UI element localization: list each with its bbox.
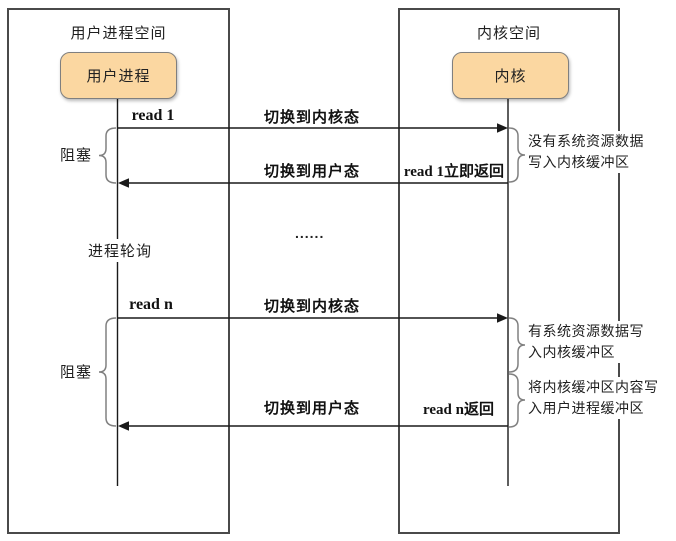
block1-label: 阻塞 — [60, 147, 93, 164]
user-process-actor-label: 用户进程 — [86, 68, 151, 85]
block2-label: 阻塞 — [60, 364, 93, 381]
calln-name-label: read n — [129, 296, 173, 313]
return1-arrow-label: 切换到用户态 — [263, 163, 360, 180]
annotation-has-data: 有系统资源数据写 入内核缓冲区 — [528, 321, 662, 363]
polling-label: 进程轮询 — [85, 239, 156, 262]
return1-name-label: read 1立即返回 — [403, 164, 504, 180]
kernel-actor: 内核 — [452, 52, 569, 99]
returnn-arrow-label: 切换到用户态 — [263, 400, 360, 417]
user-space-container: 用户进程空间 — [7, 8, 230, 534]
calln-arrow-label: 切换到内核态 — [263, 298, 360, 315]
call1-name-label: read 1 — [131, 107, 175, 124]
kernel-actor-label: 内核 — [494, 68, 527, 85]
annotation-no-data: 没有系统资源数据 写入内核缓冲区 — [528, 131, 662, 173]
ellipsis-label: ...... — [295, 225, 325, 241]
annotation-copy-to-user: 将内核缓冲区内容写 入用户进程缓冲区 — [528, 377, 670, 419]
user-process-actor: 用户进程 — [60, 52, 177, 99]
user-space-title: 用户进程空间 — [70, 25, 167, 42]
kernel-space-container: 内核空间 — [398, 8, 620, 534]
returnn-name-label: read n返回 — [423, 402, 494, 418]
call1-arrow-label: 切换到内核态 — [263, 109, 360, 126]
kernel-space-title: 内核空间 — [476, 25, 541, 42]
